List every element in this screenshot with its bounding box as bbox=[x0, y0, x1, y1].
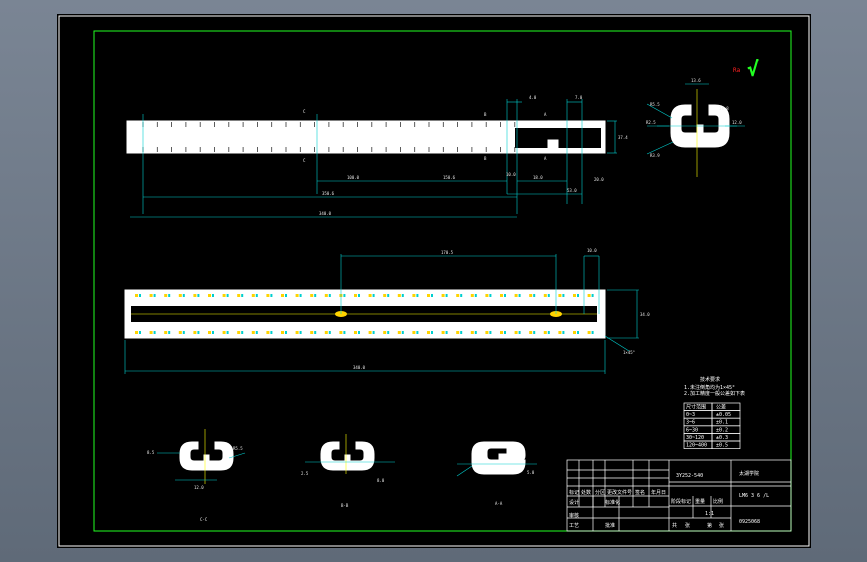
rev-header-1: 标记 bbox=[569, 489, 579, 496]
dim-top-c: 10.0 bbox=[506, 172, 516, 177]
title-block: 3Y252-540 太湖学院 LM6 3 6 /L 0925068 1:1 阶段… bbox=[566, 459, 792, 532]
section-mark-b-bottom: B bbox=[484, 156, 487, 161]
sheet-total-unit: 张 bbox=[685, 522, 690, 529]
role-review: 审核 bbox=[569, 512, 579, 519]
dim-prof-w: 12.0 bbox=[732, 120, 742, 125]
scale-label: 比例 bbox=[713, 498, 723, 505]
section-bb-label: B-B bbox=[341, 503, 349, 508]
tol-range-cell: 3~6 bbox=[686, 420, 695, 426]
rail-end-block bbox=[547, 139, 559, 151]
tol-value-cell: ±0.05 bbox=[716, 412, 731, 418]
svg-text:2.5: 2.5 bbox=[301, 471, 309, 476]
tech-note-2: 2.加工精度一般公差如下表 bbox=[684, 390, 745, 397]
dim-plan-overall: 340.0 bbox=[353, 365, 366, 370]
dim-prof-r1: R5.5 bbox=[650, 102, 660, 107]
tol-range-cell: 尺寸范围 bbox=[686, 404, 706, 411]
dim-top-overall: 350.6 bbox=[322, 191, 335, 196]
plan-view: 170.5 10.0 34.0 1×45° 340.0 bbox=[124, 248, 650, 374]
role-approve: 批准 bbox=[605, 522, 615, 529]
stage-mark-label: 阶段标记 bbox=[671, 498, 691, 505]
tol-value-cell: 公差 bbox=[716, 404, 726, 411]
section-cc-label: C-C bbox=[200, 517, 208, 522]
section-aa-label: A-A bbox=[495, 501, 503, 506]
dim-top-a: 18.0 bbox=[533, 175, 543, 180]
rev-header-5: 签名 bbox=[635, 489, 645, 496]
technical-requirements: 技术要求 1.未注倒角均为1×45° 2.加工精度一般公差如下表 尺寸范围 公差 0… bbox=[683, 376, 745, 449]
drawing-frame bbox=[93, 30, 792, 532]
check-mark-icon: √ bbox=[747, 57, 759, 81]
role-design: 设计 bbox=[569, 499, 579, 506]
dim-top-h: 37.4 bbox=[618, 135, 628, 140]
dim-top-e: 4.0 bbox=[529, 95, 537, 100]
section-mark-a-top: A bbox=[544, 112, 547, 117]
section-mark-a-bottom: A bbox=[544, 156, 547, 161]
section-cc: 8.5 R5.5 12.0 C-C bbox=[147, 429, 246, 522]
part-code: 3Y252-540 bbox=[676, 473, 703, 479]
drawing-number: 0925068 bbox=[739, 519, 760, 525]
svg-text:5.0: 5.0 bbox=[527, 470, 535, 475]
dim-plan-chamfer: 1×45° bbox=[623, 350, 635, 355]
dim-plan-span: 170.5 bbox=[441, 250, 454, 255]
rev-header-2: 处数 bbox=[581, 489, 591, 496]
dim-prof-r2: R2.5 bbox=[646, 120, 656, 125]
tol-range-cell: 6~30 bbox=[686, 427, 698, 433]
tol-range-cell: 120~400 bbox=[686, 443, 707, 449]
drawing-canvas: C C B B A A 350.6 340.0 100.0 150.6 18.0… bbox=[58, 15, 810, 547]
tol-value-cell: ±0.5 bbox=[716, 443, 728, 449]
tol-value-cell: ±0.3 bbox=[716, 435, 728, 441]
section-bb: 2.5 8.0 B-B bbox=[301, 434, 395, 508]
tol-value-cell: ±0.1 bbox=[716, 420, 728, 426]
dim-top-d: 20.0 bbox=[594, 177, 604, 182]
section-mark-c-bottom: C bbox=[303, 158, 306, 163]
outer-border bbox=[58, 15, 810, 547]
dim-prof-r3: R3.9 bbox=[650, 153, 660, 158]
weight-label: 重量 bbox=[695, 498, 705, 505]
role-standard: 标准化 bbox=[605, 499, 620, 506]
profile-view: 13.6 14.8 R5.5 R2.5 R3.9 12.0 Ra √ bbox=[646, 57, 759, 177]
dim-plan-end: 10.0 bbox=[587, 248, 597, 253]
tol-value-cell: ±0.2 bbox=[716, 427, 728, 433]
tolerance-table: 尺寸范围 公差 0~3 ±0.05 3~6 ±0.1 6~30 ±0.2 30~120 ±0.3 1… bbox=[683, 402, 741, 449]
section-aa: 5.0 A-A bbox=[456, 441, 537, 506]
dim-prof-h: 14.8 bbox=[719, 106, 729, 111]
dim-top-b: 53.0 bbox=[567, 188, 577, 193]
dim-top-mid1: 100.0 bbox=[347, 175, 360, 180]
tol-range-cell: 30~120 bbox=[686, 435, 704, 441]
roughness-mark: Ra bbox=[733, 67, 741, 74]
dim-prof-top: 13.6 bbox=[691, 78, 701, 83]
tech-note-1: 1.未注倒角均为1×45° bbox=[684, 384, 735, 391]
svg-text:8.0: 8.0 bbox=[377, 478, 385, 483]
tol-range-cell: 0~3 bbox=[686, 412, 695, 418]
section-mark-c-top: C bbox=[303, 109, 306, 114]
cad-drawing-viewport[interactable]: C C B B A A 350.6 340.0 100.0 150.6 18.0… bbox=[57, 14, 811, 548]
sheet-index-label: 第 bbox=[707, 522, 712, 529]
rev-header-6: 年月日 bbox=[651, 489, 666, 496]
dim-plan-width: 34.0 bbox=[640, 312, 650, 317]
scale-value: 1:1 bbox=[705, 511, 714, 517]
sheet-index-unit: 张 bbox=[719, 522, 724, 529]
school-name: 太湖学院 bbox=[739, 470, 759, 477]
rail-end-cutout bbox=[515, 128, 601, 148]
dim-top-mid2: 150.6 bbox=[443, 175, 456, 180]
dim-top-length: 340.0 bbox=[319, 211, 332, 216]
tech-title: 技术要求 bbox=[700, 376, 720, 383]
sheet-total-label: 共 bbox=[672, 522, 677, 529]
part-name: LM6 3 6 /L bbox=[739, 493, 769, 499]
rev-header-4: 更改文件号 bbox=[607, 489, 632, 496]
role-process: 工艺 bbox=[569, 523, 579, 529]
svg-text:8.5: 8.5 bbox=[147, 450, 155, 455]
svg-text:12.0: 12.0 bbox=[194, 485, 204, 490]
dim-top-f: 7.0 bbox=[575, 95, 583, 100]
svg-text:R5.5: R5.5 bbox=[233, 446, 243, 451]
front-view: C C B B A A 350.6 340.0 100.0 150.6 18.0… bbox=[126, 95, 628, 218]
rev-header-3: 分区 bbox=[595, 489, 605, 496]
section-mark-b-top: B bbox=[484, 112, 487, 117]
